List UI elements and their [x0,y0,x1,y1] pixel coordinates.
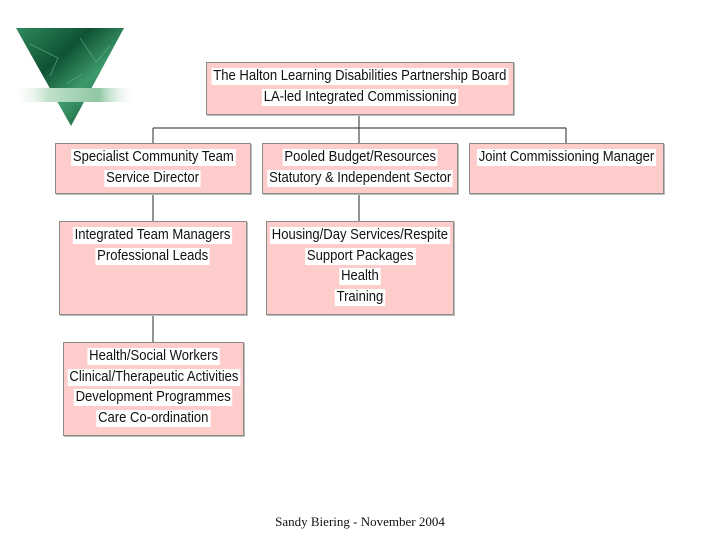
box-text: Development Programmes [74,389,233,406]
footer-credit: Sandy Biering - November 2004 [275,514,445,529]
box-text: Care Co-ordination [96,409,211,427]
box-text: LA-led Integrated Commissioning [261,88,459,106]
health-social-workers-box: Health/Social Workers Clinical/Therapeut… [63,342,244,436]
box-text: Clinical/Therapeutic Activities [67,368,240,386]
box-text: Housing/Day Services/Respite [270,227,450,244]
pooled-budget-box: Pooled Budget/Resources Statutory & Inde… [262,143,458,194]
board-box: The Halton Learning Disabilities Partner… [206,62,514,115]
box-text: Health/Social Workers [87,348,220,365]
box-text: Statutory & Independent Sector [267,169,453,187]
team-managers-box: Integrated Team Managers Professional Le… [59,221,247,315]
box-text: Service Director [104,169,202,187]
box-text: Pooled Budget/Resources [282,149,438,166]
logo-icon [12,28,136,126]
box-text: Health [339,268,381,285]
box-text: Joint Commissioning Manager [476,149,657,166]
box-text: Specialist Community Team [70,149,236,166]
specialist-team-box: Specialist Community Team Service Direct… [55,143,251,194]
box-text: Support Packages [304,247,416,265]
box-text: Training [334,288,386,306]
joint-commissioning-box: Joint Commissioning Manager [469,143,664,194]
box-text: The Halton Learning Disabilities Partner… [211,68,509,85]
housing-services-box: Housing/Day Services/Respite Support Pac… [266,221,454,315]
box-text: Professional Leads [95,247,211,265]
box-text: Integrated Team Managers [73,227,233,244]
